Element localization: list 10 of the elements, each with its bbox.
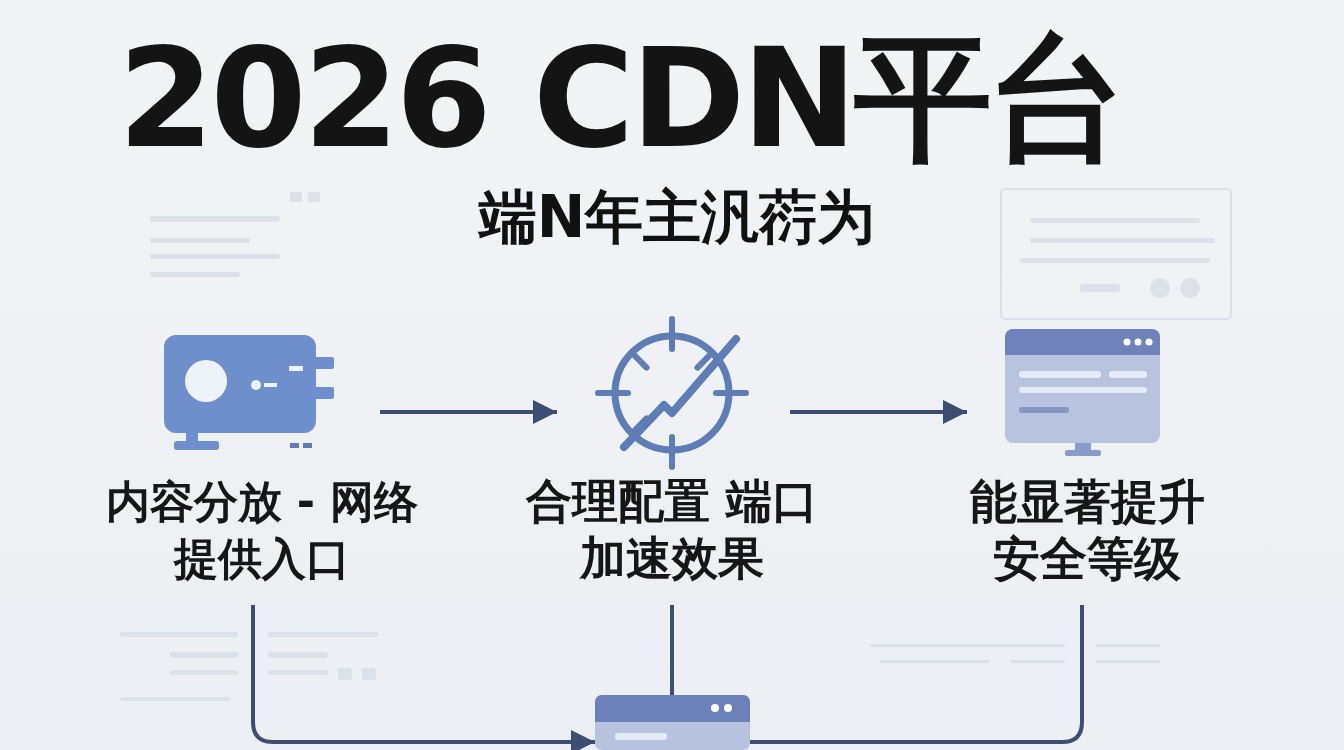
connector-line	[670, 605, 674, 695]
arrow	[251, 605, 595, 750]
arrow	[790, 400, 967, 424]
subtitle: 端N年主汎葕为	[477, 188, 877, 246]
node-label: 合理配置 端口加速效果	[524, 473, 819, 587]
node-label: 内容分放 - 网络提供入口	[104, 475, 420, 586]
arrow	[380, 400, 557, 424]
connector-line	[750, 605, 1084, 744]
node-label: 能显著提升安全等级	[968, 473, 1206, 587]
diagram-title: 2026 CDN平台	[118, 30, 1123, 168]
